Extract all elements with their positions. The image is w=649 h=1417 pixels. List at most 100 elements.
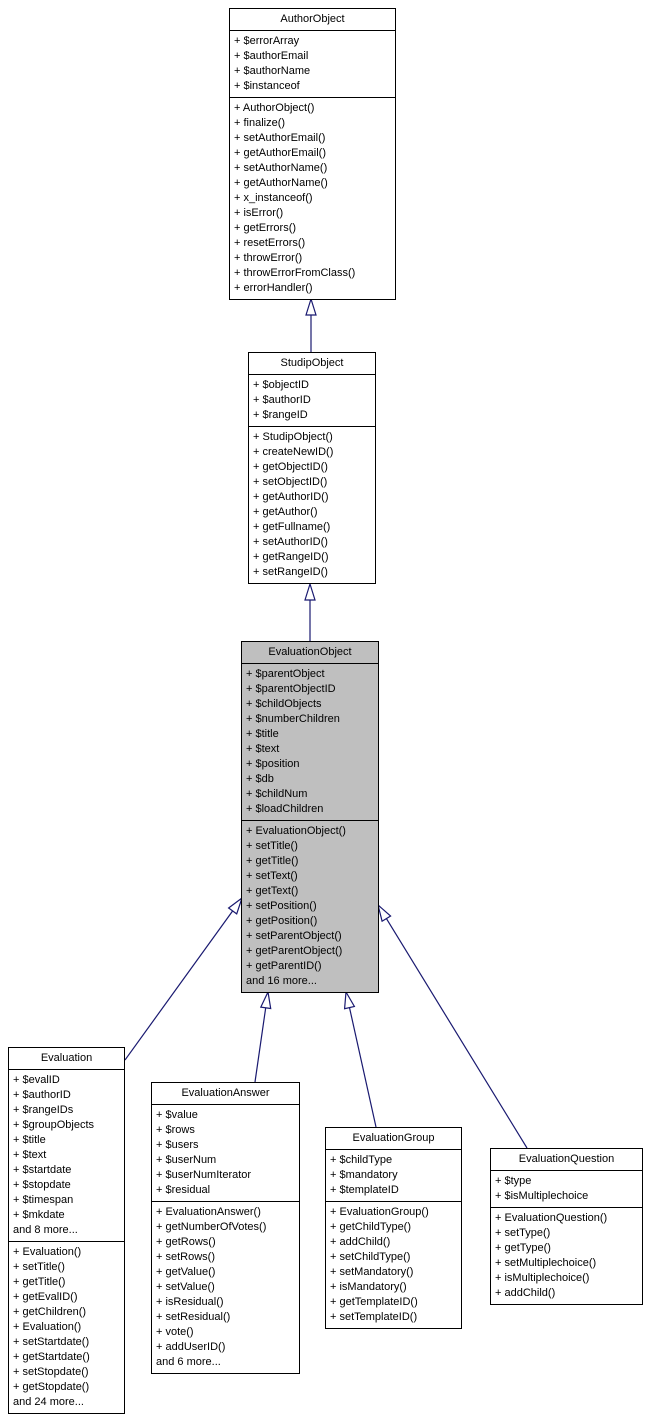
class-box-evaluationobject[interactable]: EvaluationObject + $parentObject+ $paren… — [241, 641, 379, 993]
member-row: + setText() — [246, 870, 298, 882]
member-row: + $authorID — [253, 394, 311, 406]
member-row: + $authorName — [234, 65, 311, 77]
member-row: + $text — [246, 743, 280, 755]
member-row: + $errorArray — [234, 35, 300, 47]
member-row: + getParentID() — [246, 960, 322, 972]
class-attributes: + $type + $isMultiplechoice — [491, 1171, 642, 1207]
class-box-evaluationgroup[interactable]: EvaluationGroup + $childType + $mandatory… — [325, 1127, 462, 1329]
member-row: + getTemplateID() — [330, 1296, 418, 1308]
member-row: + $mkdate — [13, 1209, 65, 1221]
member-row: + $startdate — [13, 1164, 72, 1176]
class-attributes: + $evalID+ $authorID+ $rangeIDs+ $groupO… — [9, 1070, 124, 1241]
member-row: + $rows — [156, 1124, 195, 1136]
member-row: + getAuthor() — [253, 506, 318, 518]
member-row: + $groupObjects — [13, 1119, 95, 1131]
member-row: + getRows() — [156, 1236, 216, 1248]
member-row: + setTitle() — [246, 840, 298, 852]
member-row: + $value — [156, 1109, 198, 1121]
member-row: + getValue() — [156, 1266, 216, 1278]
member-row: + getType() — [495, 1242, 551, 1254]
member-row: + setTitle() — [13, 1261, 65, 1273]
member-row: + getErrors() — [234, 222, 297, 234]
member-row: + finalize() — [234, 117, 286, 129]
member-row: + throwErrorFromClass() — [234, 267, 356, 279]
member-row: + getFullname() — [253, 521, 331, 533]
member-row: + $userNum — [156, 1154, 217, 1166]
inheritance-arrowhead-icon — [227, 896, 244, 915]
member-row: + setValue() — [156, 1281, 215, 1293]
class-box-authorobject[interactable]: AuthorObject + $errorArray+ $authorEmail… — [229, 8, 396, 300]
member-row: + Evaluation() — [13, 1321, 82, 1333]
class-methods: + EvaluationAnswer()+ getNumberOfVotes()… — [152, 1201, 299, 1373]
member-row: + isMandatory() — [330, 1281, 407, 1293]
member-row: + getRangeID() — [253, 551, 329, 563]
member-row: + errorHandler() — [234, 282, 313, 294]
class-box-studipobject[interactable]: StudipObject + $objectID+ $authorID+ $ra… — [248, 352, 376, 584]
class-box-evaluationanswer[interactable]: EvaluationAnswer + $value + $rows + $users… — [151, 1082, 300, 1374]
inheritance-arrowhead-icon — [343, 990, 356, 1010]
member-row: + $numberChildren — [246, 713, 340, 725]
member-row: + StudipObject() — [253, 431, 333, 443]
member-row: + setRows() — [156, 1251, 215, 1263]
member-row: and 8 more... — [13, 1224, 78, 1236]
member-row: + isMultiplechoice() — [495, 1272, 590, 1284]
class-title: EvaluationAnswer — [152, 1083, 299, 1105]
member-row: + isResidual() — [156, 1296, 224, 1308]
member-row: + $title — [13, 1134, 46, 1146]
class-attributes: + $parentObject+ $parentObjectID+ $child… — [242, 664, 378, 820]
inheritance-arrowhead-icon — [304, 581, 316, 601]
edge-evaluationgroup-to-evaluationobject — [348, 1007, 377, 1128]
member-row: + getTitle() — [246, 855, 299, 867]
class-title: EvaluationGroup — [326, 1128, 461, 1150]
edge-evaluationquestion-to-evaluationobject — [385, 918, 528, 1149]
member-row: + $objectID — [253, 379, 309, 391]
member-row: + setPosition() — [246, 900, 317, 912]
member-row: + $instanceof — [234, 80, 300, 92]
edge-evaluation-to-evaluationobject — [124, 910, 234, 1061]
member-row: + $childType — [330, 1154, 393, 1166]
member-row: + $mandatory — [330, 1169, 398, 1181]
member-row: + $authorEmail — [234, 50, 309, 62]
member-row: + $templateID — [330, 1184, 399, 1196]
member-row: + $isMultiplechoice — [495, 1190, 589, 1202]
class-title: Evaluation — [9, 1048, 124, 1070]
member-row: + setMandatory() — [330, 1266, 414, 1278]
member-row: + $rangeID — [253, 409, 308, 421]
member-row: + setParentObject() — [246, 930, 342, 942]
member-row: and 16 more... — [246, 975, 317, 987]
member-row: + getNumberOfVotes() — [156, 1221, 267, 1233]
member-row: + setType() — [495, 1227, 551, 1239]
member-row: + x_instanceof() — [234, 192, 313, 204]
class-methods: + Evaluation()+ setTitle()+ getTitle()+ … — [9, 1241, 124, 1413]
edge-evaluationanswer-to-evaluationobject — [254, 1007, 267, 1083]
member-row: + setResidual() — [156, 1311, 231, 1323]
class-methods: + StudipObject()+ createNewID()+ getObje… — [249, 426, 375, 583]
class-box-evaluationquestion[interactable]: EvaluationQuestion + $type+ $isMultiplec… — [490, 1148, 643, 1305]
member-row: + throwError() — [234, 252, 303, 264]
member-row: + EvaluationObject() — [246, 825, 346, 837]
member-row: + setMultiplechoice() — [495, 1257, 597, 1269]
member-row: + $parentObject — [246, 668, 325, 680]
member-row: + getChildren() — [13, 1306, 87, 1318]
member-row: + $users — [156, 1139, 199, 1151]
member-row: + $childObjects — [246, 698, 322, 710]
member-row: + addChild() — [330, 1236, 391, 1248]
member-row: + AuthorObject() — [234, 102, 315, 114]
class-attributes: + $childType + $mandatory + $templateID — [326, 1150, 461, 1201]
member-row: + isError() — [234, 207, 284, 219]
member-row: + getStartdate() — [13, 1351, 90, 1363]
member-row: + $timespan — [13, 1194, 74, 1206]
member-row: + addUserID() — [156, 1341, 226, 1353]
member-row: + $position — [246, 758, 300, 770]
member-row: + setStopdate() — [13, 1366, 89, 1378]
member-row: + $type — [495, 1175, 532, 1187]
member-row: + $loadChildren — [246, 803, 324, 815]
member-row: + createNewID() — [253, 446, 334, 458]
member-row: + getPosition() — [246, 915, 318, 927]
member-row: + setStartdate() — [13, 1336, 90, 1348]
member-row: + resetErrors() — [234, 237, 306, 249]
member-row: + $text — [13, 1149, 47, 1161]
class-box-evaluation[interactable]: Evaluation + $evalID+ $authorID+ $rangeI… — [8, 1047, 125, 1414]
